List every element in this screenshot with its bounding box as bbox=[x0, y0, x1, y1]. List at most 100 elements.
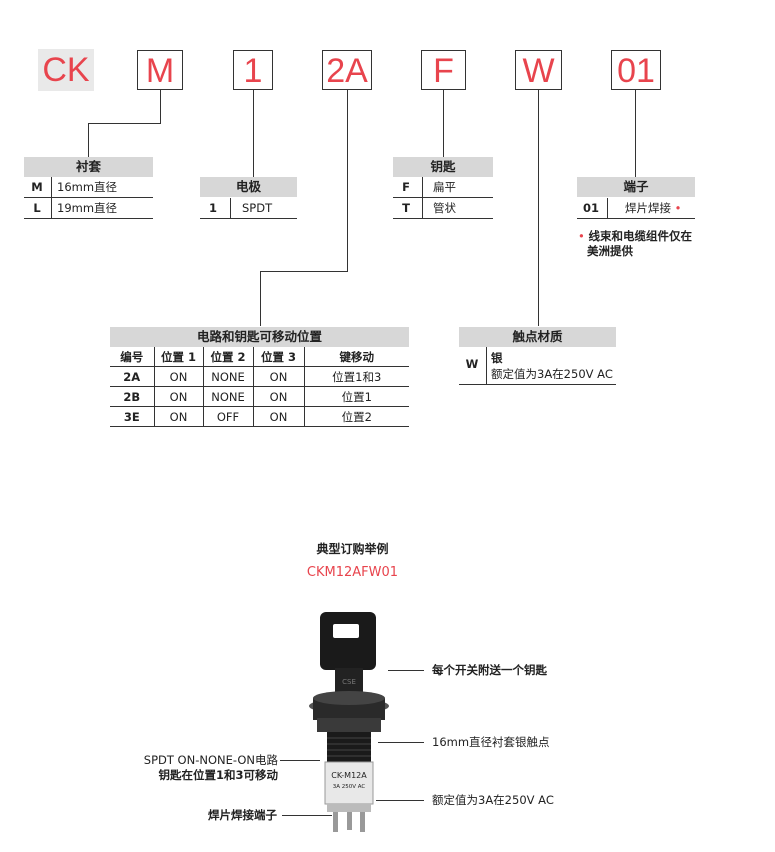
bushing-row: M 16mm直径 bbox=[24, 177, 153, 197]
contact-line1: 银 bbox=[491, 351, 503, 365]
connector-line bbox=[88, 123, 89, 157]
poles-header: 电极 bbox=[200, 177, 297, 197]
table-cell: OFF bbox=[202, 406, 253, 427]
terminals-row: 01 焊片焊接 • bbox=[577, 198, 695, 218]
connector-line bbox=[88, 123, 161, 124]
terminals-code: 01 bbox=[582, 201, 599, 215]
divider bbox=[24, 197, 153, 198]
key-header: 钥匙 bbox=[393, 157, 493, 177]
code-segment-circuit: 2A bbox=[322, 50, 372, 90]
table-cell: 位置1 bbox=[303, 386, 409, 407]
terminals-note-line2: 美洲提供 bbox=[587, 244, 633, 258]
bushing-code: M bbox=[31, 180, 43, 194]
callout-key: 每个开关附送一个钥匙 bbox=[432, 663, 547, 677]
table-cell: 位置2 bbox=[303, 406, 409, 427]
table-cell: ON bbox=[153, 366, 203, 387]
table-cell: ON bbox=[252, 406, 304, 427]
switch-illustration: CSE CK-M12A 3A 250V AC bbox=[309, 612, 389, 832]
circuit-header: 电路和钥匙可移动位置 bbox=[110, 327, 409, 347]
divider bbox=[230, 198, 231, 218]
table-cell: 2A bbox=[110, 366, 154, 387]
contact-line2: 额定值为3A在250V AC bbox=[491, 367, 613, 381]
connector-line bbox=[347, 90, 348, 271]
terminals-desc: 焊片焊接 • bbox=[625, 198, 681, 218]
divider bbox=[486, 347, 487, 384]
divider bbox=[51, 177, 52, 218]
col-header: 位置 2 bbox=[202, 347, 253, 367]
col-header: 位置 1 bbox=[153, 347, 203, 367]
table-row: 3E ON OFF ON 位置2 bbox=[110, 406, 409, 427]
body-marking-2: 3A 250V AC bbox=[333, 784, 366, 790]
connector-line bbox=[635, 90, 636, 177]
callout-circuit-2: 钥匙在位置1和3可移动 bbox=[158, 768, 278, 782]
callout-terminal: 焊片焊接端子 bbox=[208, 808, 277, 822]
key-code: F bbox=[402, 180, 410, 194]
bushing-desc: 19mm直径 bbox=[57, 201, 118, 215]
connector-line bbox=[160, 90, 161, 123]
callout-line bbox=[376, 800, 424, 801]
callout-line bbox=[282, 815, 332, 816]
table-cell: 2B bbox=[110, 386, 154, 407]
terminals-header: 端子 bbox=[577, 177, 695, 197]
callout-rating: 额定值为3A在250V AC bbox=[432, 793, 554, 807]
bushing-header: 衬套 bbox=[24, 157, 153, 177]
table-row: 2A ON NONE ON 位置1和3 bbox=[110, 366, 409, 387]
key-code: T bbox=[402, 201, 410, 215]
key-marking: CSE bbox=[342, 678, 356, 686]
terminals-note: • 线束和电缆组件仅在 美洲提供 bbox=[578, 229, 692, 259]
key-desc: 管状 bbox=[433, 201, 456, 215]
connector-line bbox=[260, 271, 348, 272]
key-row: F 扁平 bbox=[393, 177, 493, 197]
table-cell: 3E bbox=[110, 406, 154, 427]
col-header: 编号 bbox=[110, 347, 154, 367]
table-cell: NONE bbox=[202, 366, 253, 387]
callout-circuit-1: SPDT ON-NONE-ON电路 bbox=[143, 753, 278, 767]
example-title: 典型订购举例 bbox=[316, 542, 389, 556]
code-segment-bushing: M bbox=[137, 50, 183, 90]
contact-code: W bbox=[465, 357, 479, 371]
divider bbox=[422, 177, 423, 218]
divider bbox=[200, 218, 297, 219]
bushing-row: L 19mm直径 bbox=[24, 198, 153, 218]
footnote-mark: • bbox=[674, 201, 682, 215]
terminals-note-line1: 线束和电缆组件仅在 bbox=[588, 229, 692, 243]
divider bbox=[607, 198, 608, 218]
col-header: 位置 3 bbox=[252, 347, 304, 367]
code-segment-key: F bbox=[421, 50, 466, 90]
terminals-desc-text: 焊片焊接 bbox=[625, 201, 671, 215]
bushing-desc: 16mm直径 bbox=[57, 180, 118, 194]
divider bbox=[577, 218, 695, 219]
poles-code: 1 bbox=[208, 201, 217, 215]
connector-line bbox=[253, 90, 254, 177]
code-segment-terminals: 01 bbox=[611, 50, 661, 90]
code-segment-contact: W bbox=[515, 50, 562, 90]
divider bbox=[459, 384, 616, 385]
callout-bushing: 16mm直径衬套银触点 bbox=[432, 735, 550, 749]
circuit-col-headers: 编号 位置 1 位置 2 位置 3 键移动 bbox=[110, 347, 409, 367]
connector-line bbox=[538, 90, 539, 326]
body-marking-1: CK-M12A bbox=[331, 771, 367, 780]
circuit-table: 编号 位置 1 位置 2 位置 3 键移动 2A ON NONE ON 位置1和… bbox=[110, 347, 409, 427]
contact-desc: 银 额定值为3A在250V AC bbox=[491, 350, 613, 382]
callout-line bbox=[280, 760, 320, 761]
key-desc: 扁平 bbox=[433, 180, 456, 194]
contact-header: 触点材质 bbox=[459, 327, 616, 347]
callout-line bbox=[378, 742, 424, 743]
table-cell: ON bbox=[252, 386, 304, 407]
table-cell: 位置1和3 bbox=[303, 366, 409, 387]
poles-desc: SPDT bbox=[242, 201, 273, 215]
divider bbox=[393, 218, 493, 219]
footnote-mark: • bbox=[578, 229, 585, 243]
col-header: 键移动 bbox=[303, 347, 409, 367]
example-part: CKM12AFW01 bbox=[306, 565, 399, 580]
callout-line bbox=[388, 670, 424, 671]
code-segment-poles: 1 bbox=[233, 50, 273, 90]
table-row: 2B ON NONE ON 位置1 bbox=[110, 386, 409, 407]
connector-line bbox=[443, 90, 444, 157]
bushing-code: L bbox=[33, 201, 41, 215]
key-row: T 管状 bbox=[393, 198, 493, 218]
table-cell: ON bbox=[153, 386, 203, 407]
code-prefix: CK bbox=[38, 49, 94, 91]
poles-row: 1 SPDT bbox=[200, 198, 297, 218]
divider bbox=[24, 218, 153, 219]
